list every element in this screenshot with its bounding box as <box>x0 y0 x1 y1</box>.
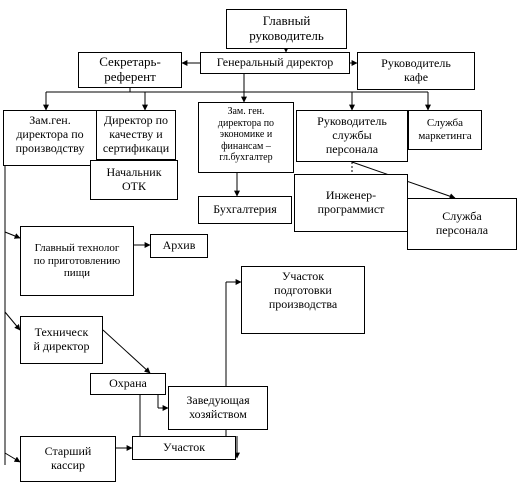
node-quality-director: Директор по качеству и сертификаци <box>96 110 176 160</box>
node-archive: Архив <box>150 234 208 258</box>
node-engineer: Инженер- программист <box>294 174 408 232</box>
link-spine-cashier <box>4 452 21 463</box>
node-chief-technologist: Главный технолог по приготовлению пищи <box>20 226 134 296</box>
node-hr-service: Служба персонала <box>407 198 517 250</box>
node-preparation-area: Участок подготовки производства <box>241 266 365 334</box>
link-spine-chieftech <box>4 231 21 239</box>
node-general-director: Генеральный директор <box>200 52 350 74</box>
node-area: Участок <box>132 436 236 460</box>
node-cafe-head: Руководитель кафе <box>357 52 475 90</box>
node-accounting: Бухгалтерия <box>198 196 292 224</box>
node-senior-cashier: Старший кассир <box>20 436 116 482</box>
node-security: Охрана <box>90 373 166 395</box>
node-deputy-production: Зам.ген. директора по производству <box>3 110 97 166</box>
node-technical-director: Техническ й директор <box>20 316 103 364</box>
node-deputy-economics: Зам. ген. директора по экономике и финан… <box>198 102 294 173</box>
link-techdir-security <box>102 329 151 374</box>
node-otk-chief: Начальник ОТК <box>90 160 178 200</box>
node-hr-head: Руководитель службы персонала <box>296 110 408 162</box>
node-head: Главный руководитель <box>226 9 347 49</box>
link-spine-techdir <box>4 311 21 331</box>
node-housekeeping: Заведующая хозяйством <box>168 386 268 430</box>
node-marketing: Служба маркетинга <box>408 110 482 150</box>
node-secretary: Секретарь- референт <box>78 52 182 88</box>
